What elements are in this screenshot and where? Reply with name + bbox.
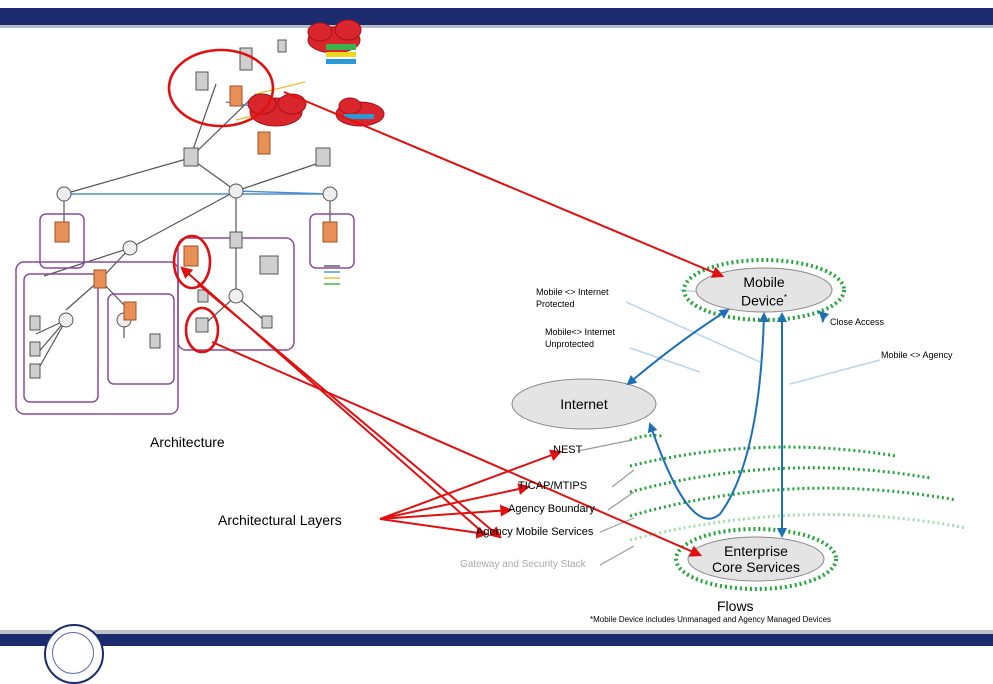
highlight-agency-mobile-ellipse — [172, 234, 212, 290]
architecture-diagram — [15, 19, 385, 415]
highlight-overlay — [167, 48, 725, 557]
layer-ticap-label: TICAP/MTIPS — [518, 480, 588, 492]
flow-diagram — [511, 258, 967, 591]
header-divider — [0, 25, 993, 28]
slide: Architecture Architectural Layers Flows … — [0, 8, 993, 684]
footnote: *Mobile Device includes Unmanaged and Ag… — [590, 615, 832, 624]
footer-banner — [0, 634, 993, 646]
layer-nest-label: NEST — [553, 444, 583, 456]
mobile-agency-label: Mobile <> Agency — [881, 350, 953, 360]
agency-seal-icon — [44, 624, 104, 684]
close-access-label: Close Access — [830, 317, 885, 327]
highlight-external-mobile-ellipse — [167, 48, 275, 128]
enterprise-core-services-node — [687, 536, 825, 582]
internet-label: Internet — [560, 396, 608, 412]
mobile-internet-unprotected-label: Mobile<> Internet Unprotected — [545, 327, 616, 349]
mobile-device-node — [695, 267, 833, 313]
enterprise-core-services-label: Enterprise Core Services — [712, 543, 800, 575]
architecture-label: Architecture — [150, 434, 225, 450]
layer-gateway-label: Gateway and Security Stack — [460, 559, 586, 570]
header-banner — [0, 8, 993, 26]
layer-agency-boundary-label: Agency Boundary — [508, 503, 595, 515]
mobile-device-label: Mobile Device* — [741, 274, 787, 309]
asterisk-mark: * — [783, 293, 787, 302]
architectural-layers-label: Architectural Layers — [218, 512, 342, 528]
mobile-internet-protected-label: Mobile <> Internet Protected — [536, 287, 609, 309]
flows-label: Flows — [717, 598, 754, 614]
layer-agency-mobile-label: Agency Mobile Services — [476, 526, 594, 538]
footer-divider — [0, 630, 993, 634]
highlight-core-services-ellipse — [184, 306, 220, 354]
